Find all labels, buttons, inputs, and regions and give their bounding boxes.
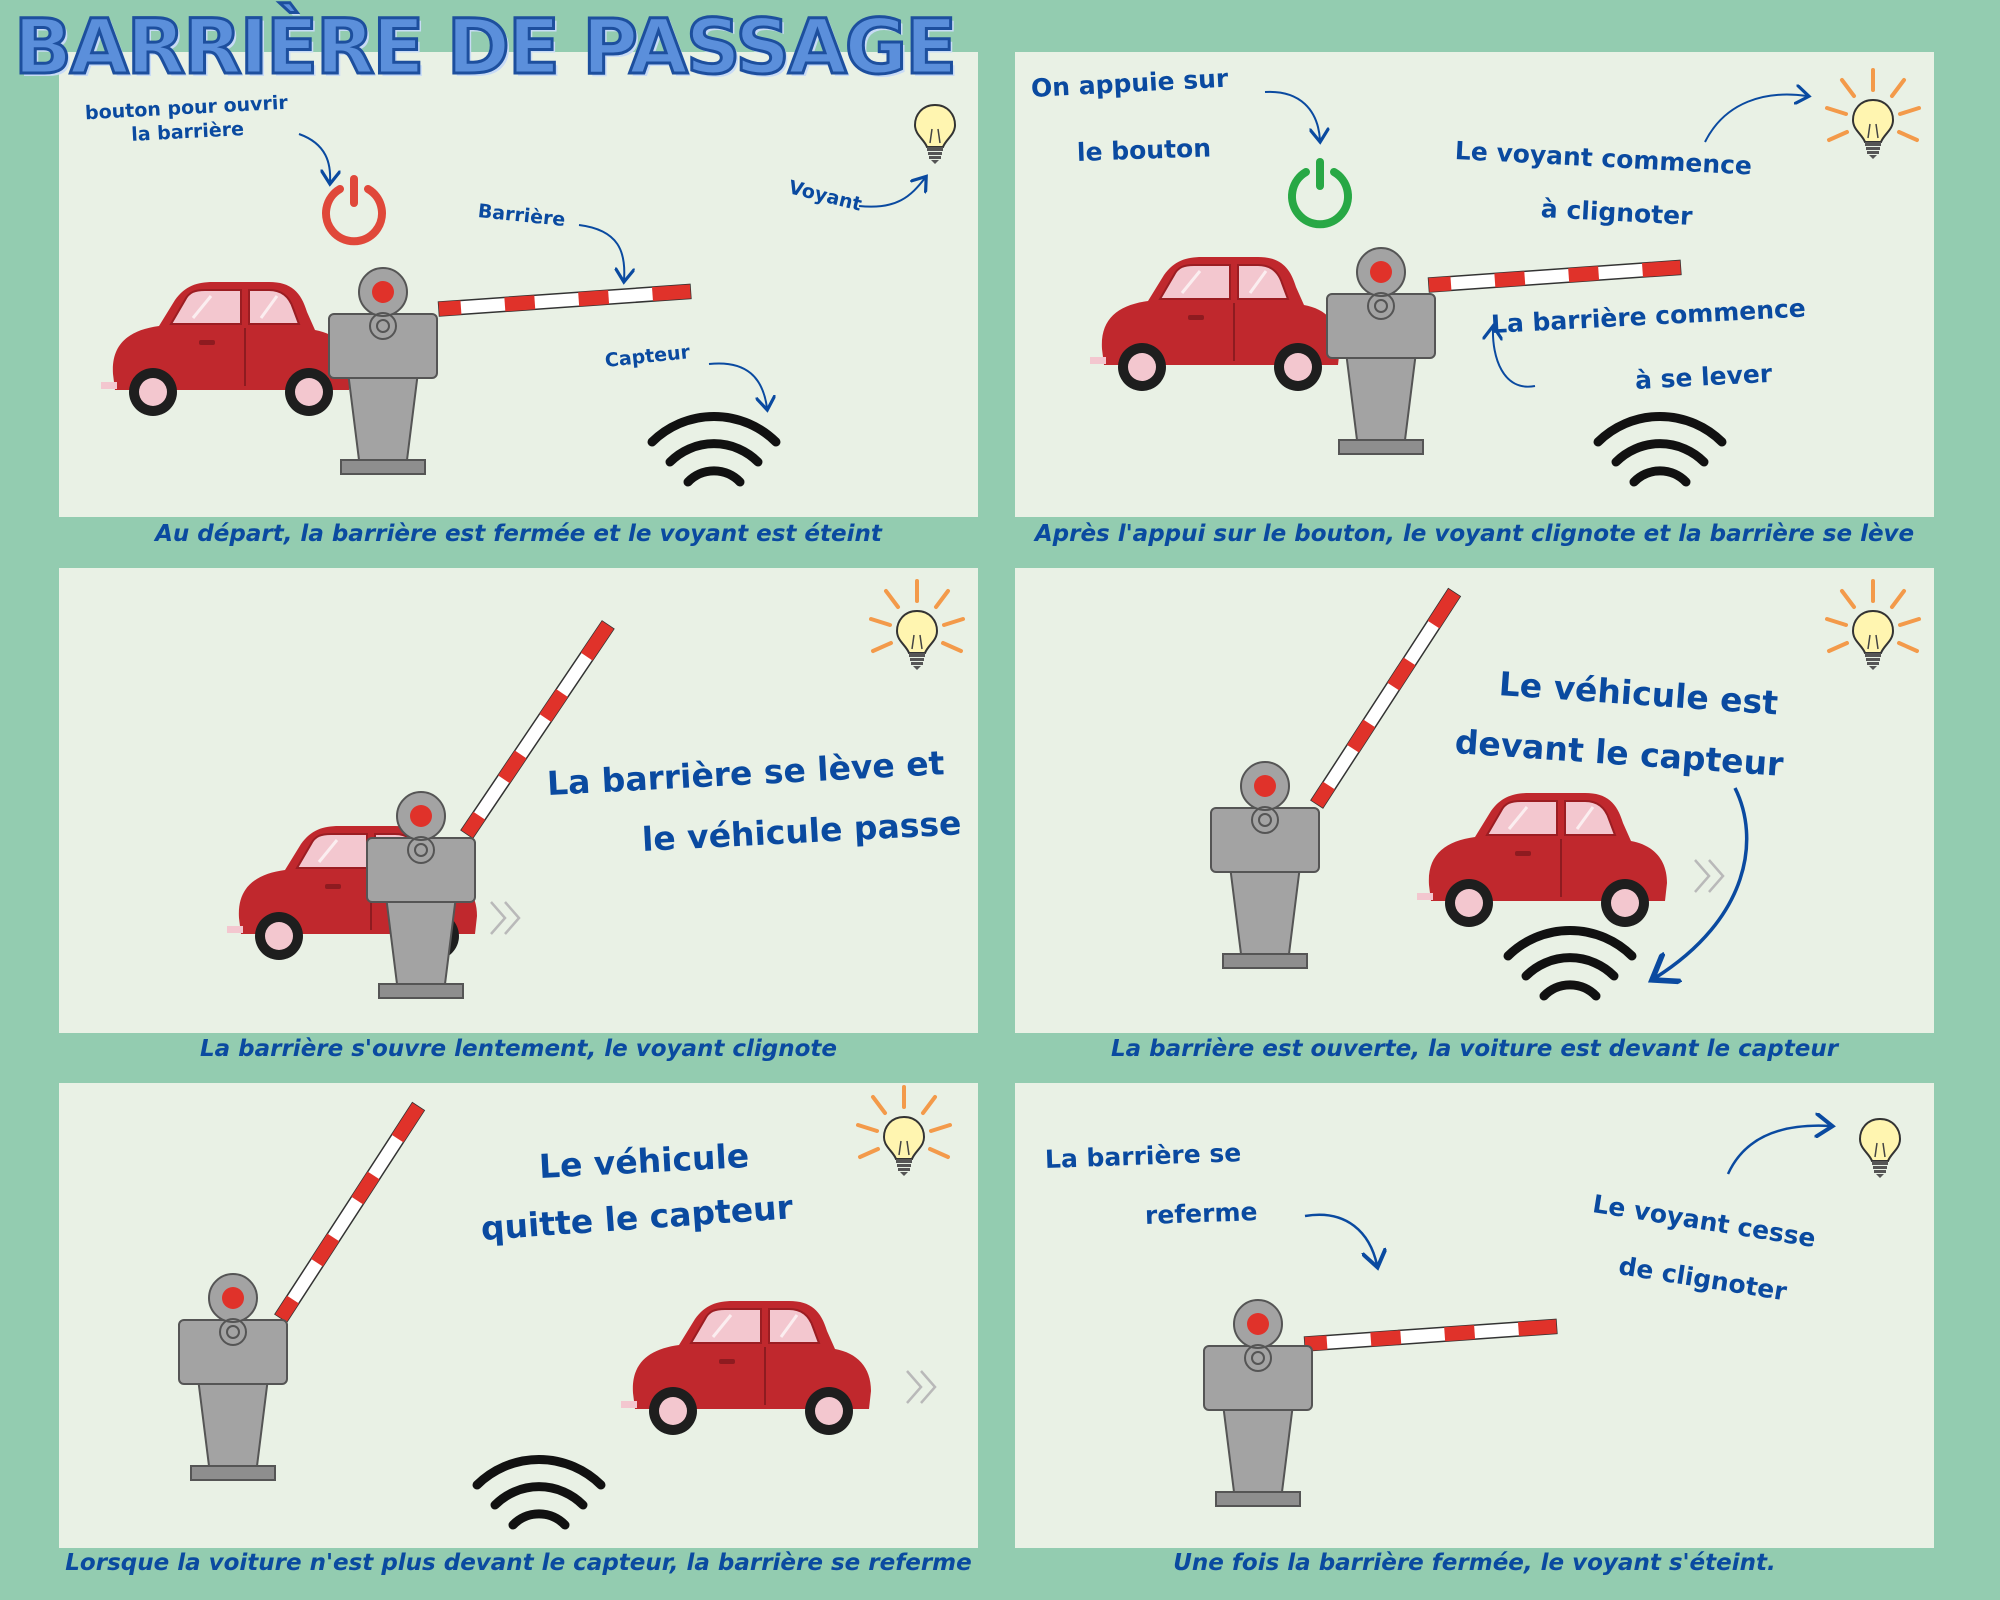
- arrow-icon: [298, 133, 330, 182]
- panel-2: On appuie sur le bouton Le voyant commen…: [1015, 52, 1934, 517]
- panel-3-scene: [225, 579, 965, 999]
- motion-chevrons-icon: [1693, 858, 1725, 894]
- barrier-arm: [1310, 587, 1462, 809]
- barrier-arm: [274, 1101, 426, 1323]
- barrier-post: [178, 1273, 288, 1481]
- barrier-stripes: [1428, 260, 1681, 292]
- panel-4-caption: La barrière est ouverte, la voiture est …: [1110, 1036, 1839, 1062]
- panel-2-scene: [1088, 68, 1921, 517]
- light-bulb-icon: [1852, 99, 1894, 160]
- light-bulb-icon: [1859, 1118, 1901, 1179]
- arrow-icon: [708, 362, 767, 408]
- light-bulb-icon: [1852, 610, 1894, 671]
- barrier-post: [1326, 247, 1436, 455]
- panel-6-caption: Une fois la barrière fermée, le voyant s…: [1173, 1550, 1776, 1576]
- arrow-icon: [1726, 1126, 1830, 1175]
- barrier-post: [1210, 761, 1320, 969]
- barrier-post: [366, 791, 476, 999]
- arrow-icon: [578, 224, 624, 280]
- panel-5: Le véhicule quitte le capteur: [59, 1083, 978, 1548]
- barrier-stripes: [438, 284, 691, 316]
- panel-3: La barrière se lève et le véhicule passe: [59, 568, 978, 1033]
- panel-5-scene: [178, 1085, 952, 1548]
- barrier-arm: [460, 620, 615, 839]
- panel-6: La barrière se referme Le voyant cesse d…: [1015, 1083, 1934, 1548]
- panel-6-barrier-line2: referme: [1144, 1197, 1258, 1230]
- arrow-icon: [1304, 1213, 1377, 1265]
- panel-1-caption: Au départ, la barrière est fermée et le …: [155, 521, 882, 547]
- panel-5-caption: Lorsque la voiture n'est plus devant le …: [65, 1550, 972, 1576]
- panel-1-scene: [99, 104, 956, 517]
- barrier-post: [328, 267, 438, 475]
- arrow-icon: [1655, 787, 1749, 978]
- motion-chevrons-icon: [905, 1369, 937, 1405]
- arrow-icon: [858, 178, 925, 208]
- panel-3-caption: La barrière s'ouvre lentement, le voyant…: [199, 1036, 838, 1062]
- motion-chevrons-icon: [489, 900, 521, 936]
- press-label-line2: le bouton: [1076, 133, 1212, 167]
- light-bulb-icon: [883, 1116, 925, 1177]
- panel-4-scene: [1210, 579, 1921, 1033]
- sensor-icon: [1508, 930, 1632, 996]
- sensor-icon: [1598, 416, 1722, 482]
- arrow-icon: [1493, 328, 1536, 388]
- panel-2-caption: Après l'appui sur le bouton, le voyant c…: [1034, 521, 1915, 547]
- car-icon: [99, 280, 353, 418]
- power-button-icon: [322, 175, 386, 246]
- power-button-icon: [1288, 158, 1352, 229]
- car-icon: [1415, 791, 1669, 929]
- car-icon: [1088, 255, 1342, 393]
- arrow-icon: [1264, 90, 1320, 140]
- main-title: BARRIÈRE DE PASSAGE: [12, 1, 958, 93]
- sensor-icon: [652, 416, 776, 482]
- light-bulb-icon: [914, 104, 956, 165]
- light-bulb-icon: [896, 610, 938, 671]
- panel-4: Le véhicule est devant le capteur: [1015, 568, 1934, 1033]
- barrier-post: [1203, 1299, 1313, 1507]
- arrow-icon: [1704, 95, 1807, 143]
- barrier-stripes: [1304, 1319, 1557, 1351]
- sensor-icon: [477, 1459, 601, 1525]
- panel-6-scene: [1203, 1083, 1901, 1507]
- panel-1: bouton pour ouvrir la barrière Barrière …: [59, 52, 978, 517]
- car-icon: [619, 1299, 873, 1437]
